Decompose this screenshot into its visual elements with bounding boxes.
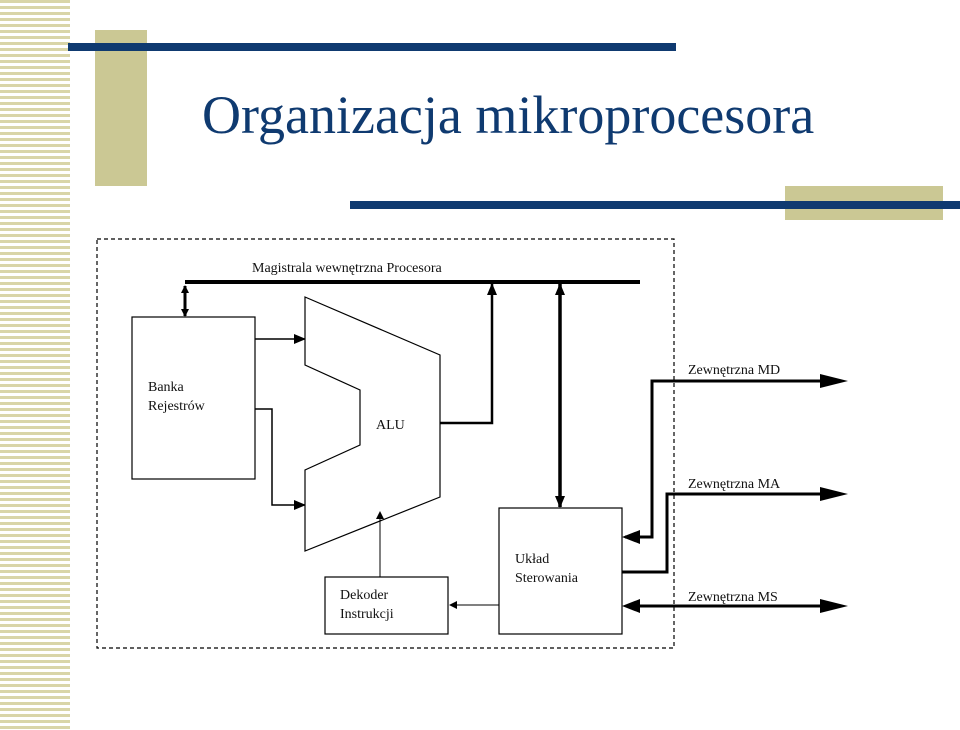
external-md-line	[625, 379, 820, 539]
external-ms-label: Zewnętrzna MS	[688, 590, 778, 605]
register-bank-label-line2: Rejestrów	[148, 399, 206, 414]
alu-label: ALU	[376, 418, 405, 433]
register-to-alu-arrow-bottom	[255, 408, 306, 510]
accent-line-top	[68, 43, 676, 51]
register-bank-label-line1: Banka	[148, 380, 185, 395]
alu-to-bus-arrow	[440, 283, 497, 425]
accent-block-top	[95, 30, 147, 186]
external-ms-arrowhead-left	[622, 599, 640, 613]
control-unit-label-line1: Układ	[515, 552, 549, 567]
external-md-label: Zewnętrzna MD	[688, 363, 780, 378]
external-ma-arrowhead	[820, 487, 848, 501]
decoder-label-line2: Instrukcji	[340, 607, 394, 622]
decoder-label-line1: Dekoder	[340, 588, 389, 603]
processor-boundary	[96, 238, 675, 649]
external-ma-label: Zewnętrzna MA	[688, 477, 781, 492]
register-bank-box	[131, 316, 256, 480]
accent-line-right	[350, 201, 960, 209]
alu-shape	[304, 296, 441, 552]
external-ms-arrowhead-right	[820, 599, 848, 613]
external-md-arrowhead-left	[622, 530, 640, 544]
control-unit-box	[498, 507, 623, 635]
slide-title: Organizacja mikroprocesora	[202, 85, 815, 145]
decoder-box	[324, 576, 449, 635]
control-unit-label-line2: Sterowania	[515, 571, 579, 586]
left-stripe-decoration	[0, 0, 70, 730]
internal-bus-label: Magistrala wewnętrzna Procesora	[252, 261, 442, 276]
external-ma-line	[622, 492, 820, 574]
external-md-arrowhead-right	[820, 374, 848, 388]
